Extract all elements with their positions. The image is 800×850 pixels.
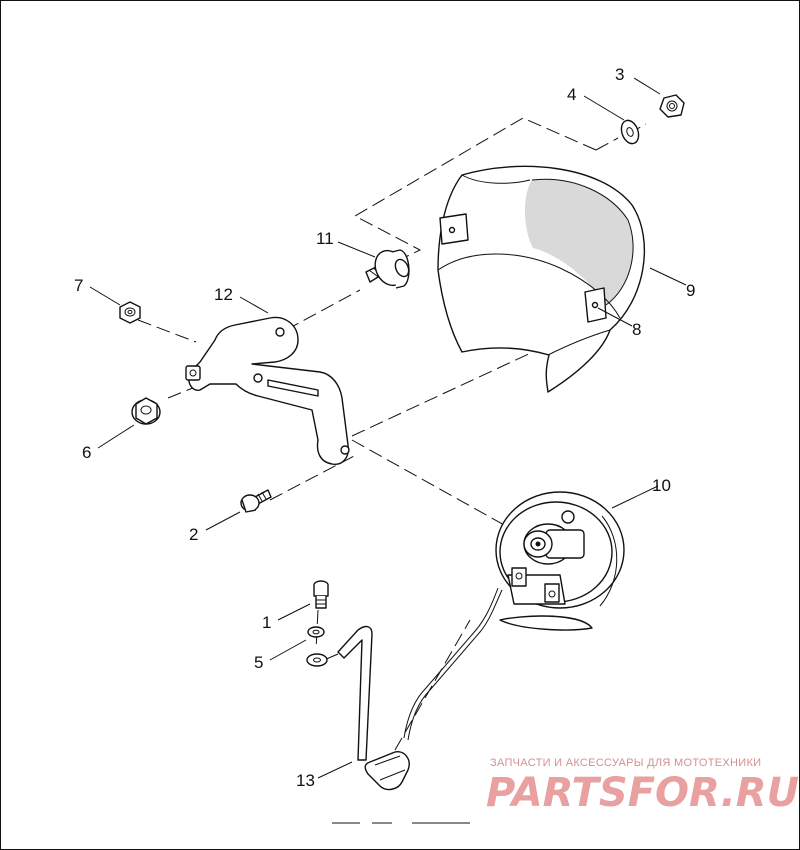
callout-5: 5	[254, 653, 263, 672]
callout-1: 1	[262, 613, 271, 632]
mounting-bracket	[185, 316, 350, 465]
callout-8: 8	[632, 320, 641, 339]
callout-4: 4	[567, 85, 576, 104]
horn	[495, 491, 625, 631]
screw-part-2	[240, 489, 272, 513]
callout-12: 12	[214, 285, 233, 304]
callout-2: 2	[189, 525, 198, 544]
rubber-mount-stud	[365, 249, 410, 289]
callout-11: 11	[316, 229, 334, 248]
watermark-logo: PARTSFOR.RU	[486, 770, 799, 816]
callout-6: 6	[82, 443, 91, 462]
horn-wire	[306, 587, 503, 791]
callout-3: 3	[615, 65, 624, 84]
lock-washer-part-5	[307, 626, 325, 638]
callout-13: 13	[296, 771, 315, 790]
watermark: ЗАПЧАСТИ И АКСЕССУАРЫ ДЛЯ МОТОТЕХНИКИ PA…	[486, 757, 799, 816]
watermark-tagline: ЗАПЧАСТИ И АКСЕССУАРЫ ДЛЯ МОТОТЕХНИКИ	[490, 757, 761, 769]
leader-lines	[89, 77, 687, 779]
callout-9: 9	[686, 281, 695, 300]
flange-nut-part-6	[131, 397, 161, 425]
callout-labels: 3 4 7 12 11 9 8 6 2 10 1 5 13	[74, 65, 695, 790]
callout-10: 10	[652, 476, 671, 495]
nut-part-3	[659, 94, 685, 118]
callout-7: 7	[74, 276, 83, 295]
nut-part-7	[119, 301, 141, 324]
washer-part-4	[620, 119, 640, 145]
headlamp-cowl	[437, 165, 646, 393]
ground-screw-part-1	[313, 580, 329, 609]
